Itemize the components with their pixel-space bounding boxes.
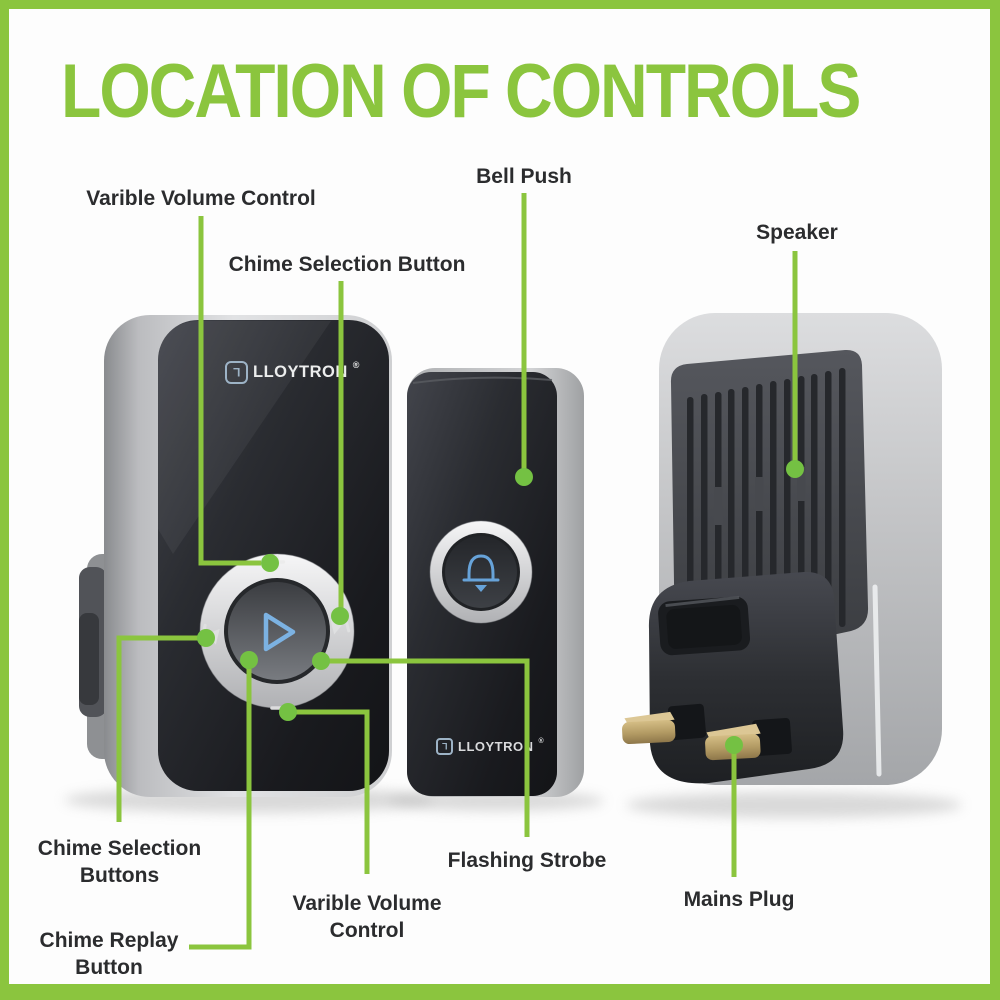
play-icon [263, 612, 296, 652]
label-chime-replay-button: Chime Replay Button [39, 929, 179, 979]
label-variable-volume-control-top: Varible Volume Control [86, 187, 316, 210]
earth-pin [658, 595, 751, 656]
label-flashing-strobe: Flashing Strobe [447, 849, 607, 872]
label-variable-volume-control-bottom: Varible Volume Control [292, 892, 442, 942]
lloytron-logo-icon: L [436, 737, 453, 755]
lloytron-logo-main-unit: L LLOYTRON ® [225, 359, 359, 385]
bell-push-button [445, 536, 517, 608]
registered-mark: ® [352, 360, 360, 370]
point-flashing-strobe [312, 652, 330, 670]
lead-chime-replay-button [189, 668, 252, 950]
chime-unit-rear-illustration [622, 313, 962, 818]
lead-variable-volume-bottom [296, 709, 370, 874]
label-chime-selection-buttons: Chime Selection Buttons [37, 837, 202, 887]
bell-icon [462, 554, 500, 592]
point-chime-next [331, 607, 349, 625]
brand-name: LLOYTRON [253, 362, 348, 381]
point-volume-up [261, 554, 279, 572]
label-chime-selection-button: Chime Selection Button [228, 253, 466, 276]
live-pin [622, 711, 676, 745]
label-mains-plug: Mains Plug [683, 888, 795, 911]
label-speaker: Speaker [756, 221, 838, 244]
rear-unit-shadow [626, 792, 962, 818]
lead-flashing-strobe [329, 658, 530, 837]
lloytron-logo-bell-push: L LLOYTRON ® [436, 736, 544, 756]
registered-mark: ® [538, 737, 544, 745]
lloytron-logo-icon: L [225, 360, 248, 384]
point-bell-push [515, 468, 533, 486]
lead-variable-volume-top [198, 216, 261, 566]
mains-plug-assembly [622, 571, 844, 784]
point-chime-prev [197, 629, 215, 647]
page-title: LOCATION OF CONTROLS [61, 48, 861, 134]
annotation-leader-lines [116, 193, 804, 950]
lead-chime-selection-buttons [116, 635, 198, 822]
brand-name: LLOYTRON [458, 738, 534, 754]
label-bell-push: Bell Push [476, 165, 572, 188]
point-speaker [786, 460, 804, 478]
point-mains-plug [725, 736, 743, 754]
point-volume-down [279, 703, 297, 721]
point-chime-replay [240, 651, 258, 669]
